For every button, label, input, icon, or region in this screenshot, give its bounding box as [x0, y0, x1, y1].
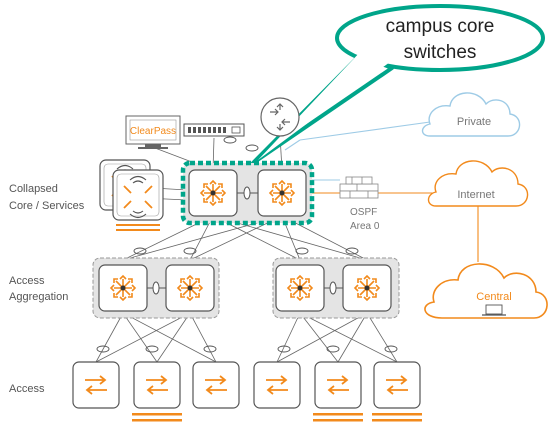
access-switch-6[interactable]: [372, 361, 422, 422]
private-cloud[interactable]: Private: [421, 92, 521, 137]
link-bundle-markers: [96, 136, 398, 353]
access-switch-2[interactable]: [132, 361, 182, 422]
access-switch-1[interactable]: [72, 361, 120, 409]
wireless-controller-front[interactable]: [112, 169, 164, 231]
central-cloud[interactable]: Central: [424, 263, 548, 319]
tier-labels: Collapsed Core / Services Access Aggrega…: [9, 183, 85, 395]
router-icon[interactable]: [260, 97, 300, 137]
aggregation-switch-left-2[interactable]: [165, 264, 215, 312]
clearpass-server[interactable]: ClearPass: [125, 115, 181, 149]
core-switch-right[interactable]: [257, 169, 307, 217]
ospf-line1: OSPF: [350, 207, 377, 218]
internet-label: Internet: [457, 189, 494, 201]
aggregation-switch-right-2[interactable]: [342, 264, 392, 312]
clearpass-label: ClearPass: [130, 126, 176, 137]
aggregation-switch-right-1[interactable]: [275, 264, 325, 312]
private-label: Private: [457, 116, 491, 128]
tier-agg-line1: Access: [9, 275, 45, 287]
tier-agg-line2: Aggregation: [9, 291, 68, 303]
access-switch-3[interactable]: [192, 361, 240, 409]
tier-access: Access: [9, 383, 45, 395]
core-interlink: [237, 186, 258, 200]
ospf-line2: Area 0: [350, 221, 380, 232]
wan-links: [284, 121, 479, 262]
tier-core-line2: Core / Services: [9, 200, 85, 212]
server-appliance-icon[interactable]: [183, 123, 245, 137]
internet-cloud[interactable]: Internet: [427, 160, 529, 207]
central-label: Central: [476, 291, 511, 303]
access-switch-5[interactable]: [313, 361, 363, 422]
access-switch-4[interactable]: [253, 361, 301, 409]
callout-bubble: campus core switches: [251, 4, 545, 165]
firewall-icon[interactable]: [339, 176, 379, 199]
tier-core-line1: Collapsed: [9, 183, 58, 195]
core-switch-left[interactable]: [188, 169, 238, 217]
callout-line2: switches: [404, 42, 477, 63]
aggregation-to-access-links: [95, 312, 398, 363]
callout-line1: campus core: [386, 16, 495, 37]
laptop-icon: [485, 304, 503, 315]
ospf-area-label: OSPF Area 0: [350, 207, 380, 232]
aggregation-switch-left-1[interactable]: [98, 264, 148, 312]
